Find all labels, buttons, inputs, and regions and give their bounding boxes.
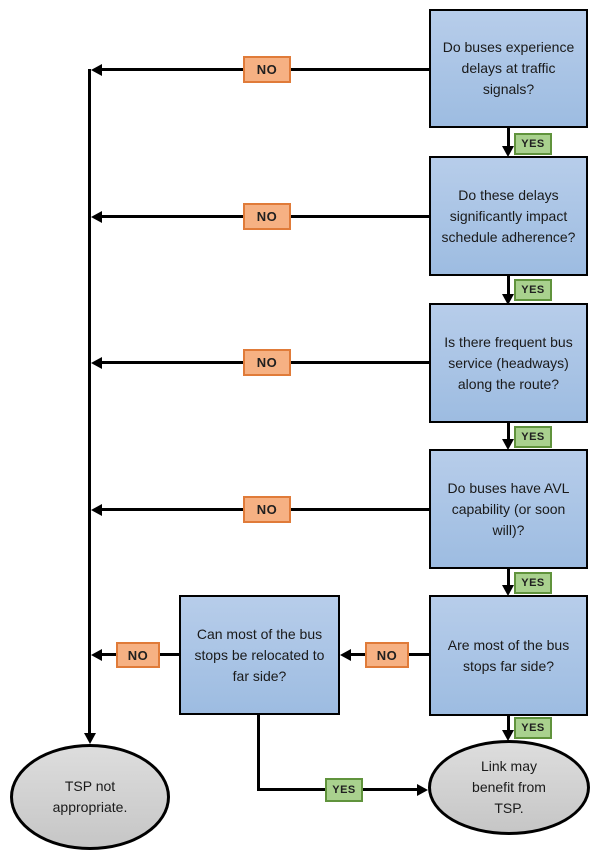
yes-line-q6-down [257, 715, 260, 791]
yes-label-q6: YES [325, 778, 363, 802]
terminal-tsp-not-appropriate: TSP not appropriate. [10, 744, 170, 850]
yes-label-q1: YES [514, 133, 552, 155]
yes-label-q5: YES [514, 717, 552, 739]
no-label-q5: NO [365, 642, 409, 668]
no-arrowhead-q2 [91, 211, 102, 223]
no-label-q6: NO [116, 642, 160, 668]
arrowhead-into-tsp-not-appropriate [84, 733, 96, 744]
no-arrowhead-q6 [91, 649, 102, 661]
question-box-stops-far-side: Are most of the bus stops far side? [429, 595, 588, 716]
yes-arrowhead-q6-terminal [417, 784, 428, 796]
question-box-delays: Do buses experience delays at traffic si… [429, 9, 588, 128]
no-arrowhead-q5 [340, 649, 351, 661]
no-label-q4: NO [243, 496, 291, 523]
question-box-relocate-stops: Can most of the bus stops be relocated t… [179, 595, 340, 715]
no-collector-line [88, 69, 91, 733]
yes-arrowhead-q3-q4 [502, 439, 514, 450]
no-label-q1: NO [243, 56, 291, 83]
yes-arrowhead-q1-q2 [502, 146, 514, 157]
no-arrowhead-q3 [91, 357, 102, 369]
yes-line-q3-q4 [507, 423, 510, 439]
yes-arrowhead-q4-q5 [502, 585, 514, 596]
yes-line-q4-q5 [507, 569, 510, 585]
yes-arrowhead-q2-q3 [502, 294, 514, 305]
no-arrowhead-q1 [91, 64, 102, 76]
yes-line-q5-terminal [507, 716, 510, 730]
no-label-q2: NO [243, 203, 291, 230]
question-box-avl-capability: Do buses have AVL capability (or soon wi… [429, 449, 588, 569]
yes-label-q3: YES [514, 426, 552, 448]
question-box-schedule-adherence: Do these delays significantly impact sch… [429, 156, 588, 276]
yes-label-q4: YES [514, 572, 552, 594]
yes-label-q2: YES [514, 279, 552, 301]
yes-arrowhead-q5-terminal [502, 730, 514, 741]
yes-line-q2-q3 [507, 276, 510, 294]
yes-line-q1-q2 [507, 128, 510, 146]
terminal-link-may-benefit: Link may benefit from TSP. [428, 740, 590, 835]
no-label-q3: NO [243, 349, 291, 376]
no-arrowhead-q4 [91, 504, 102, 516]
question-box-frequent-service: Is there frequent bus service (headways)… [429, 303, 588, 423]
